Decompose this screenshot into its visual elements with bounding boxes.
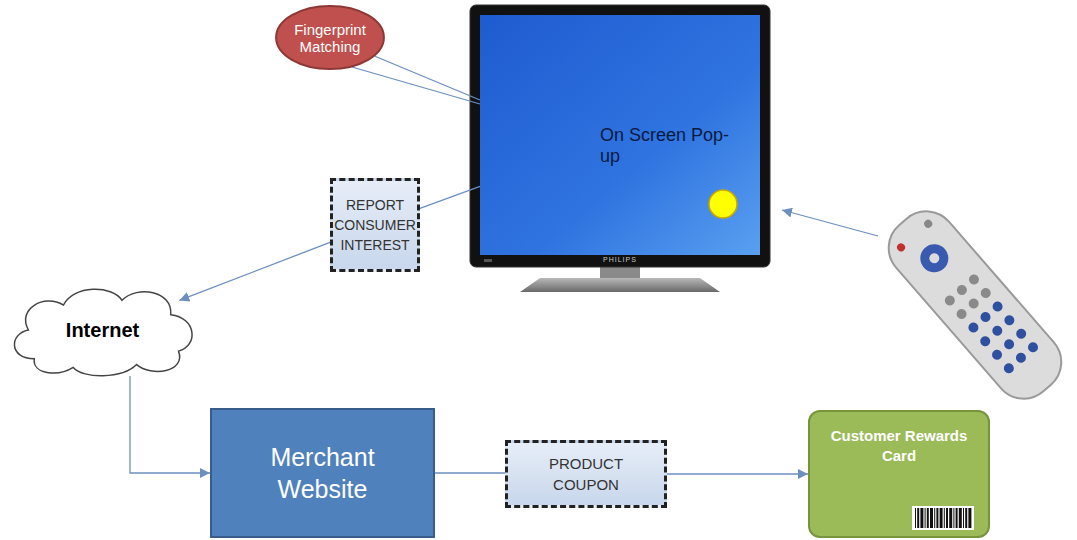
remote-key [1002, 361, 1016, 375]
tv-illustration [470, 5, 770, 292]
rewards-card: Customer Rewards Card [808, 410, 990, 538]
barcode-bar [963, 508, 964, 528]
node-text: Internet [66, 319, 139, 342]
cloud-shape [14, 289, 192, 375]
barcode-bar [965, 508, 967, 528]
barcode-bar [956, 508, 958, 528]
barcode-bar [953, 508, 954, 528]
network-cloud: Internet [5, 282, 200, 378]
barcode-bar [915, 508, 916, 528]
connector-line [435, 472, 505, 473]
remote-illustration [876, 199, 1073, 411]
barcode-ground [912, 506, 974, 530]
tv-base [520, 278, 720, 292]
message-box: PRODUCT COUPON [505, 440, 667, 508]
remote-key [967, 272, 981, 286]
remote-dpad [915, 238, 955, 278]
remote-key [943, 293, 957, 307]
remote-key [967, 296, 981, 310]
node-text: On Screen Pop-up [600, 125, 740, 167]
message-box: REPORT CONSUMER INTEREST [330, 178, 420, 272]
node-text: PRODUCT COUPON [518, 453, 654, 495]
remote-key [1014, 351, 1028, 365]
barcode-bar [944, 508, 945, 528]
connector-line [375, 56, 480, 100]
barcode-bar [968, 508, 971, 528]
remote-key [991, 300, 1005, 314]
remote-arrow [782, 210, 878, 236]
remote-key [1002, 337, 1016, 351]
connector-line [179, 242, 330, 300]
barcode-bar [946, 508, 948, 528]
remote-key [978, 334, 992, 348]
barcode-bar [920, 508, 923, 528]
barcode-bar [934, 508, 935, 528]
connector-line [130, 376, 210, 473]
remote-key [979, 286, 993, 300]
remote-key [978, 310, 992, 324]
barcode-bar [936, 508, 938, 528]
node-text: REPORT CONSUMER INTEREST [334, 195, 416, 256]
tv-screen [480, 15, 760, 255]
barcode [912, 506, 974, 530]
barcode-bar [925, 508, 926, 528]
barcode-bar [917, 508, 919, 528]
popup-dot [709, 190, 737, 218]
barcode-bar [927, 508, 929, 528]
process-box: Merchant Website [210, 408, 435, 538]
remote-ok [927, 251, 941, 265]
remote-power [895, 242, 906, 253]
tv-bezel [470, 5, 770, 267]
remote-key [955, 307, 969, 321]
remote-key [990, 324, 1004, 338]
barcode-bar [959, 508, 962, 528]
remote-button [923, 218, 934, 229]
barcode-bar [940, 508, 943, 528]
screen-region: On Screen Pop-up [480, 15, 760, 255]
tv-button [484, 259, 492, 262]
callout-line [352, 67, 480, 104]
remote-key [1026, 340, 1040, 354]
remote-key [990, 348, 1004, 362]
ellipse-shape [276, 6, 384, 69]
connector-line [420, 186, 480, 208]
barcode-bar [949, 508, 952, 528]
node-text: Customer Rewards Card [830, 426, 968, 467]
node-text: Merchant Website [242, 441, 403, 506]
remote-key [966, 321, 980, 335]
remote-key [1002, 313, 1016, 327]
remote-key [1014, 327, 1028, 341]
remote-key [955, 283, 969, 297]
brand-label: PHILIPS [600, 256, 640, 263]
barcode-bar [930, 508, 933, 528]
node-text: Fingerprint Matching [285, 21, 375, 55]
remote-keypad [943, 272, 1040, 375]
remote-body [876, 199, 1073, 411]
connector-line [667, 473, 808, 474]
process-ellipse: Fingerprint Matching [275, 5, 385, 70]
